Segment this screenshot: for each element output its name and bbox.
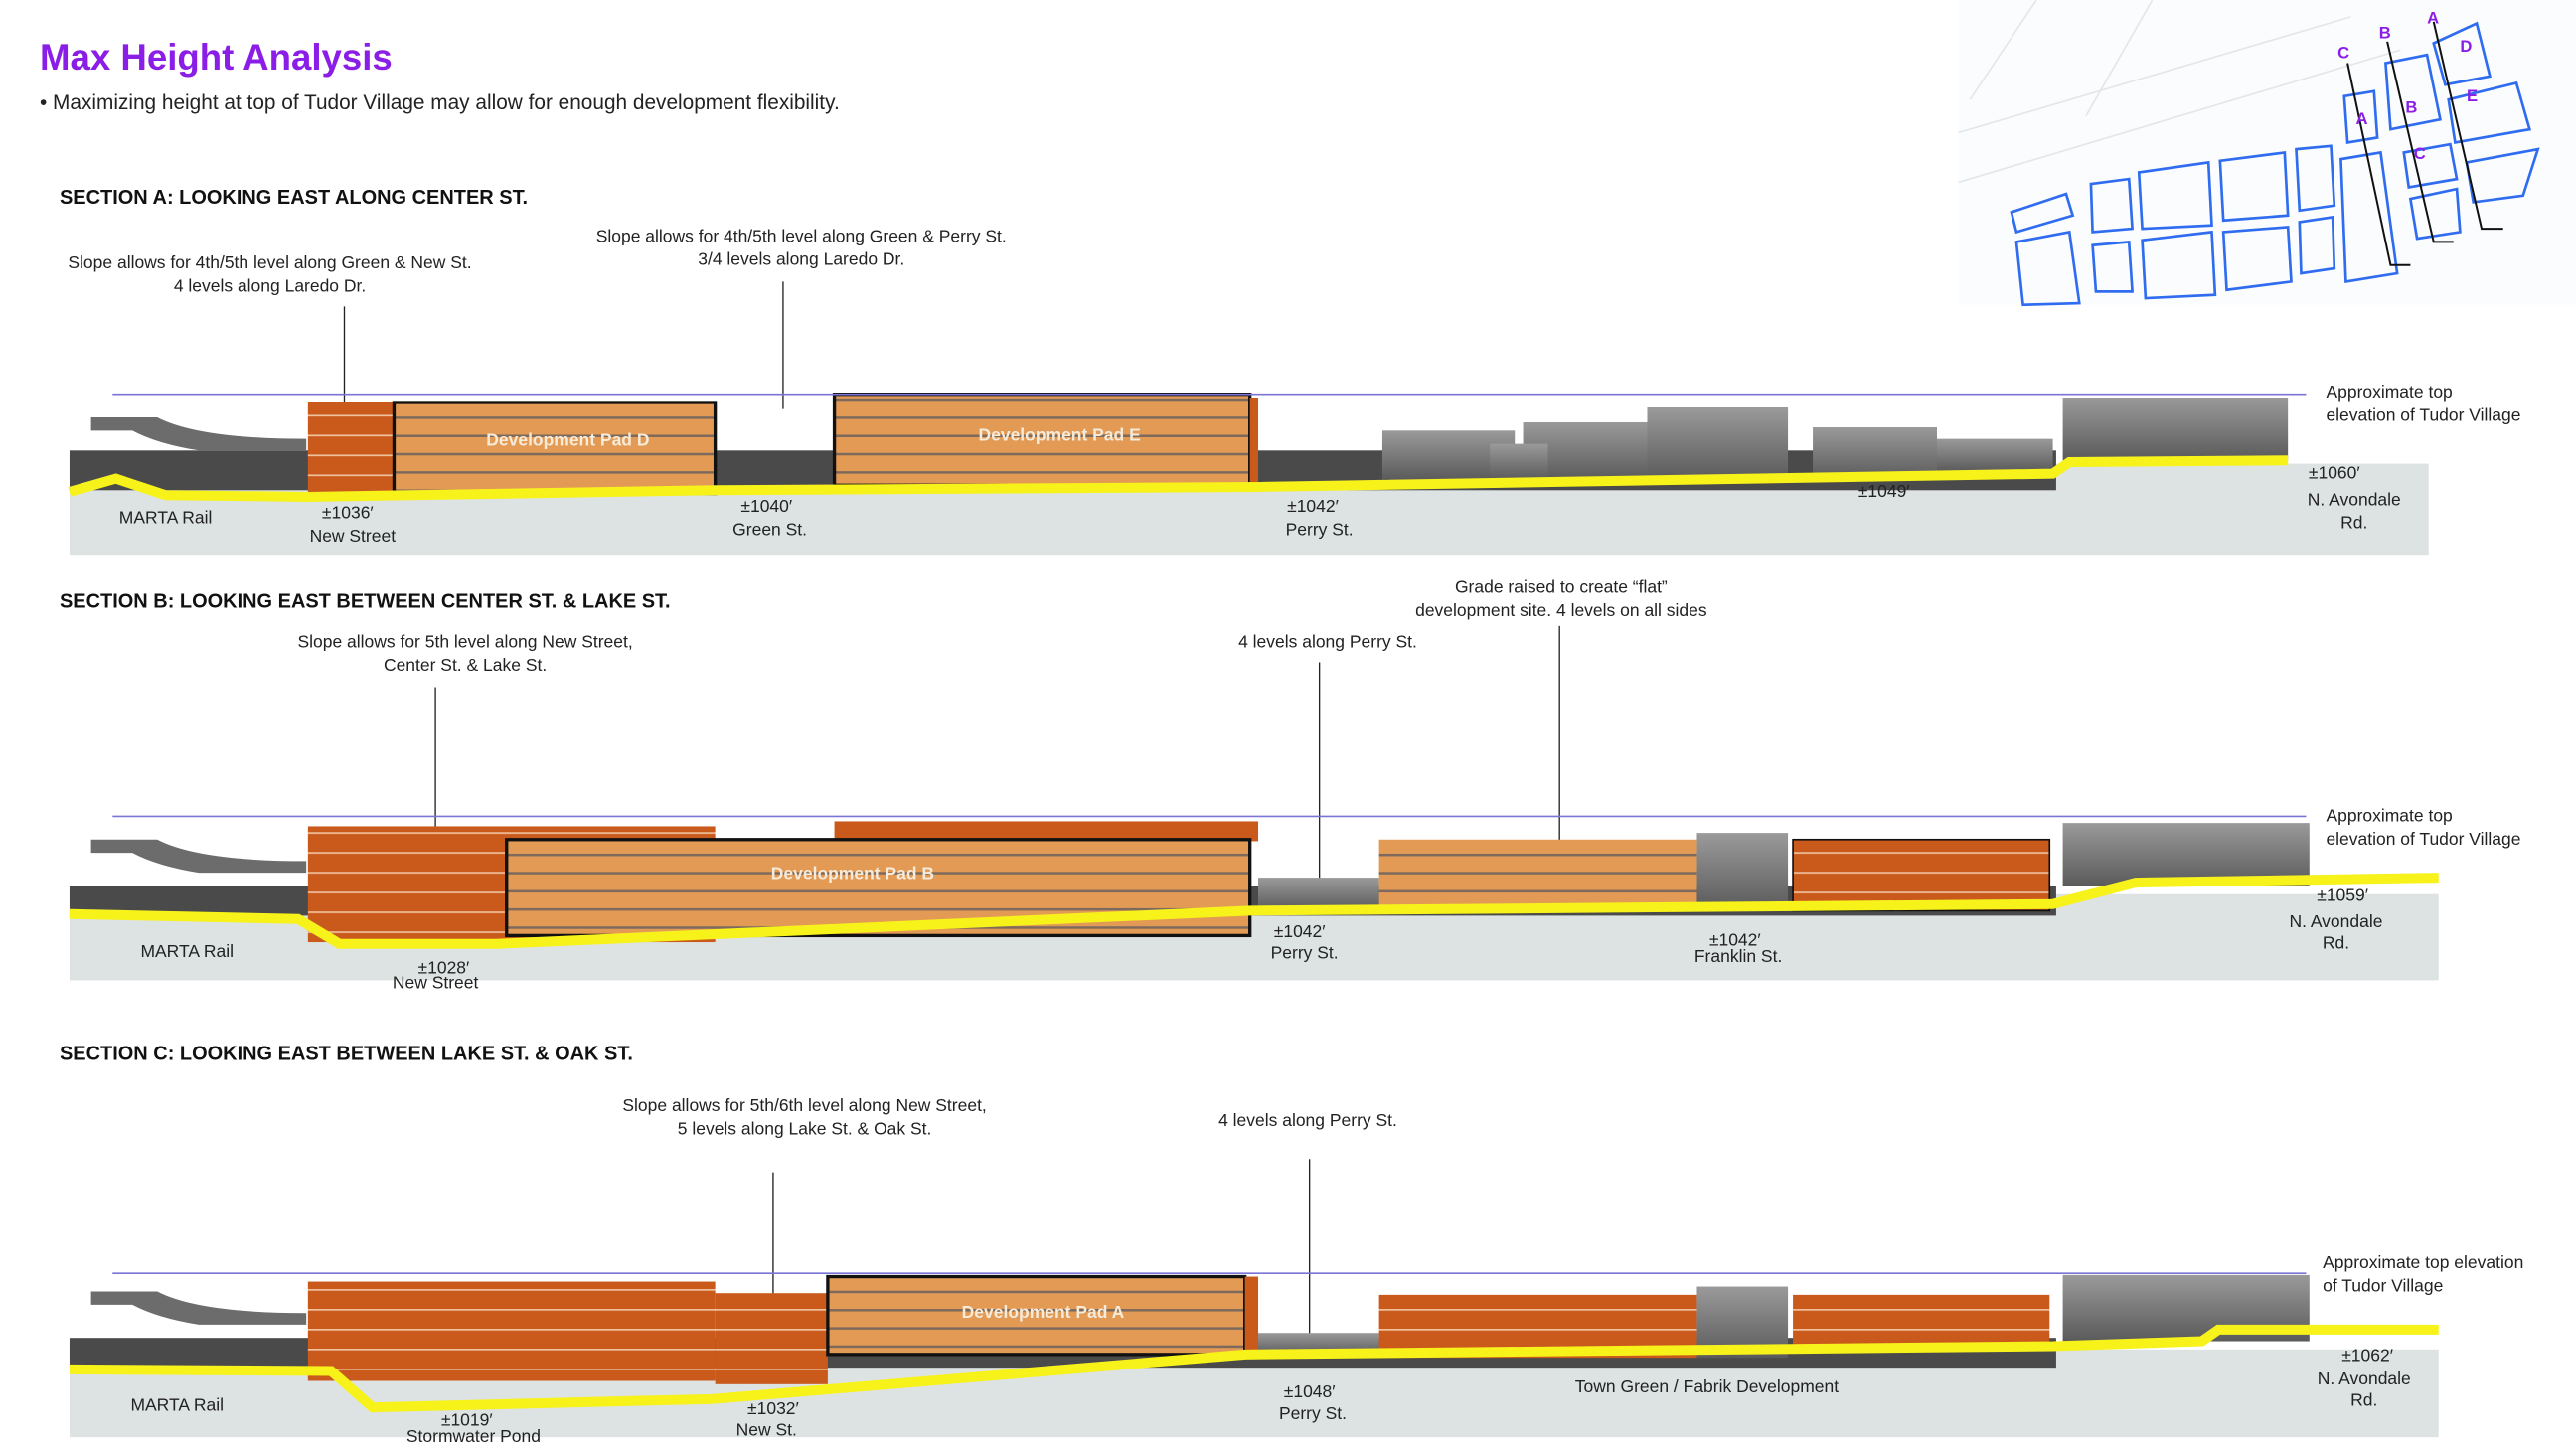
development-pad-b <box>505 838 1252 938</box>
page-title: Max Height Analysis <box>40 37 393 78</box>
map-label-c: C <box>2337 44 2349 63</box>
pad-d-label: Development Pad D <box>486 429 649 449</box>
label-stormwater-pond: Stormwater Pond <box>406 1426 541 1446</box>
label-avondale: N. Avondale <box>2289 911 2382 931</box>
elev-avondale: ±1060′ <box>2309 463 2360 483</box>
marta-bridge <box>90 839 307 874</box>
map-label-pad-b: B <box>2405 97 2417 116</box>
section-b-note-left: Slope allows for 5th level along New Str… <box>297 632 632 675</box>
label-avondale: N. Avondale <box>2308 489 2401 509</box>
section-c-note-perry: 4 levels along Perry St. <box>1218 1110 1397 1130</box>
building-new-st <box>307 402 395 494</box>
building-new-st <box>715 1293 828 1384</box>
map-label-pad-d: D <box>2460 37 2472 56</box>
section-b-heading: SECTION B: LOOKING EAST BETWEEN CENTER S… <box>60 591 671 613</box>
elev-mid: ±1049′ <box>1858 481 1910 501</box>
map-label-pad-e: E <box>2467 86 2478 105</box>
elev-stormwater-pond: ±1019′ <box>441 1409 493 1429</box>
section-b-note-flat: Grade raised to create “flat”development… <box>1415 577 1707 620</box>
section-c-heading: SECTION C: LOOKING EAST BETWEEN LAKE ST.… <box>60 1043 633 1064</box>
pad-e-label: Development Pad E <box>979 424 1141 444</box>
label-perry-st: Perry St. <box>1286 519 1354 539</box>
building-stormwater <box>307 1281 716 1381</box>
section-a: SECTION A: LOOKING EAST ALONG CENTER ST.… <box>60 187 2520 556</box>
elev-franklin-st: ±1042′ <box>1709 929 1761 949</box>
section-c: SECTION C: LOOKING EAST BETWEEN LAKE ST.… <box>60 1043 2523 1446</box>
elev-avondale: ±1059′ <box>2317 885 2368 904</box>
map-label-pad-c: C <box>2414 144 2426 163</box>
building-franklin <box>1792 838 2051 912</box>
map-label-a: A <box>2427 9 2439 28</box>
label-avondale-rd: Rd. <box>2350 1389 2377 1409</box>
map-label-pad-a: A <box>2355 109 2367 128</box>
label-perry-st: Perry St. <box>1271 943 1339 963</box>
label-marta-rail: MARTA Rail <box>130 1394 224 1414</box>
marta-bridge <box>90 1291 307 1325</box>
label-new-st: New St. <box>736 1419 797 1439</box>
elev-new-st: ±1032′ <box>747 1398 799 1418</box>
elev-new-street: ±1028′ <box>418 958 470 978</box>
elev-perry-st: ±1042′ <box>1287 496 1339 516</box>
elev-avondale: ±1062′ <box>2341 1346 2393 1366</box>
label-green-st: Green St. <box>732 519 807 539</box>
section-b: SECTION B: LOOKING EAST BETWEEN CENTER S… <box>60 577 2521 993</box>
label-new-street: New Street <box>393 973 479 993</box>
intro-bullet: • Maximizing height at top of Tudor Vill… <box>40 91 840 114</box>
pad-a-label: Development Pad A <box>962 1302 1125 1322</box>
pad-b-label: Development Pad B <box>771 864 934 884</box>
development-pad-d <box>392 401 718 496</box>
label-avondale-rd: Rd. <box>2323 933 2349 953</box>
grade-line <box>68 455 2289 502</box>
section-a-note-right: Slope allows for 4th/5th level along Gre… <box>596 226 1007 268</box>
section-b-note-perry: 4 levels along Perry St. <box>1238 632 1417 652</box>
label-new-street: New Street <box>310 526 397 546</box>
development-pad-a <box>826 1274 1247 1357</box>
marta-bridge <box>90 416 307 451</box>
elev-perry-st: ±1048′ <box>1284 1381 1336 1401</box>
grade-line <box>69 873 2439 949</box>
label-marta-rail: MARTA Rail <box>119 508 213 528</box>
section-a-note-left: Slope allows for 4th/5th level along Gre… <box>68 252 471 295</box>
elev-perry-st: ±1042′ <box>1274 921 1326 941</box>
label-town-green: Town Green / Fabrik Development <box>1575 1376 1839 1396</box>
building-fabrik <box>1793 1294 2050 1350</box>
grade-line <box>69 1324 2439 1413</box>
label-marta-rail: MARTA Rail <box>140 941 234 961</box>
map-label-b: B <box>2379 24 2391 43</box>
elev-green-st: ±1040′ <box>740 496 792 516</box>
building-flat-site <box>1378 839 1697 911</box>
label-perry-st: Perry St. <box>1279 1403 1347 1423</box>
section-c-note-left: Slope allows for 5th/6th level along New… <box>622 1095 986 1138</box>
existing-buildings <box>1381 398 2289 481</box>
elev-new-street: ±1036′ <box>322 503 374 523</box>
section-a-heading: SECTION A: LOOKING EAST ALONG CENTER ST. <box>60 187 528 209</box>
label-avondale: N. Avondale <box>2318 1368 2411 1388</box>
label-franklin-st: Franklin St. <box>1694 946 1782 966</box>
key-map: C B A D E A B C <box>1958 0 2576 307</box>
label-avondale-rd: Rd. <box>2340 513 2367 533</box>
